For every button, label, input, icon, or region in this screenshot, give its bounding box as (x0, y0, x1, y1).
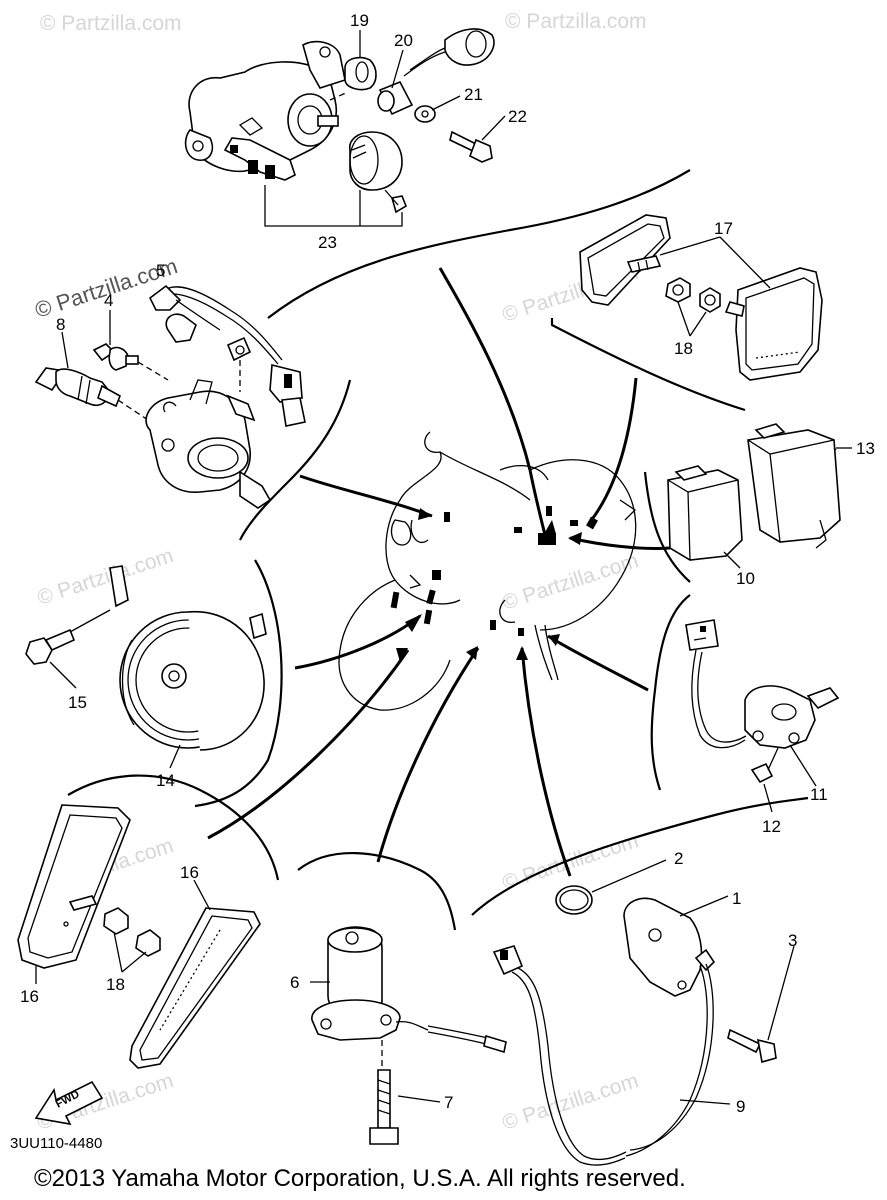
watermark: © Partzilla.com (40, 12, 182, 35)
callout-11: 11 (810, 785, 828, 804)
callout-numbers: 19 20 21 22 23 5 4 8 17 18 13 10 15 14 1… (20, 11, 875, 1116)
callout-15: 15 (68, 693, 87, 712)
side-reflector-group (17, 804, 261, 1069)
callout-16-left: 16 (20, 987, 39, 1006)
callout-5: 5 (156, 261, 165, 280)
callout-4: 4 (104, 291, 113, 310)
callout-2: 2 (674, 849, 683, 868)
clamp (490, 620, 496, 630)
callout-23: 23 (318, 233, 337, 252)
callout-22: 22 (508, 107, 527, 126)
clamp (444, 512, 450, 522)
callout-7: 7 (444, 1093, 453, 1112)
diagram-code: 3UU110-4480 (10, 1135, 102, 1152)
switch-assembly (184, 28, 495, 227)
callout-12: 12 (762, 817, 781, 836)
callout-19: 19 (350, 11, 369, 30)
part-1-group (492, 885, 777, 1166)
relay-group (667, 423, 841, 561)
clamp (586, 516, 598, 530)
watermark: © Partzilla.com (499, 1069, 641, 1135)
clamp (432, 570, 441, 580)
frame-sketch (338, 431, 637, 711)
callout-3: 3 (788, 931, 797, 950)
callout-18: 18 (674, 339, 693, 358)
group-boundaries (67, 169, 809, 931)
watermark: © Partzilla.com (505, 10, 647, 33)
callout-6: 6 (290, 973, 299, 992)
clamp (546, 506, 552, 516)
clamp (390, 591, 400, 609)
watermark: © Partzilla.com (499, 549, 641, 615)
part-6-group (311, 926, 507, 1145)
temp-sensor-group (34, 284, 306, 509)
callout-21: 21 (464, 85, 483, 104)
clamp (423, 609, 433, 625)
callout-18-left: 18 (106, 975, 125, 994)
callout-16-right: 16 (180, 863, 199, 882)
callout-13: 13 (856, 439, 875, 458)
clamp (426, 589, 436, 605)
sensor-11-group (685, 619, 840, 784)
callout-8: 8 (56, 315, 65, 334)
leader-lines (35, 30, 852, 1105)
callout-1: 1 (732, 889, 741, 908)
connector-block (538, 533, 556, 545)
clamp (518, 628, 524, 636)
watermark: © Partzilla.com (499, 829, 641, 895)
callout-20: 20 (394, 31, 413, 50)
routing-lines (207, 267, 671, 877)
rear-reflector-group (579, 214, 823, 381)
callout-14: 14 (156, 771, 175, 790)
callout-17: 17 (714, 219, 733, 238)
copyright-notice: ©2013 Yamaha Motor Corporation, U.S.A. A… (34, 1165, 686, 1192)
callout-10: 10 (736, 569, 755, 588)
watermark: © Partzilla.com (34, 544, 176, 610)
horn-group (25, 565, 267, 751)
callout-9: 9 (736, 1097, 745, 1116)
clamp (514, 527, 522, 533)
clamp (570, 520, 578, 526)
